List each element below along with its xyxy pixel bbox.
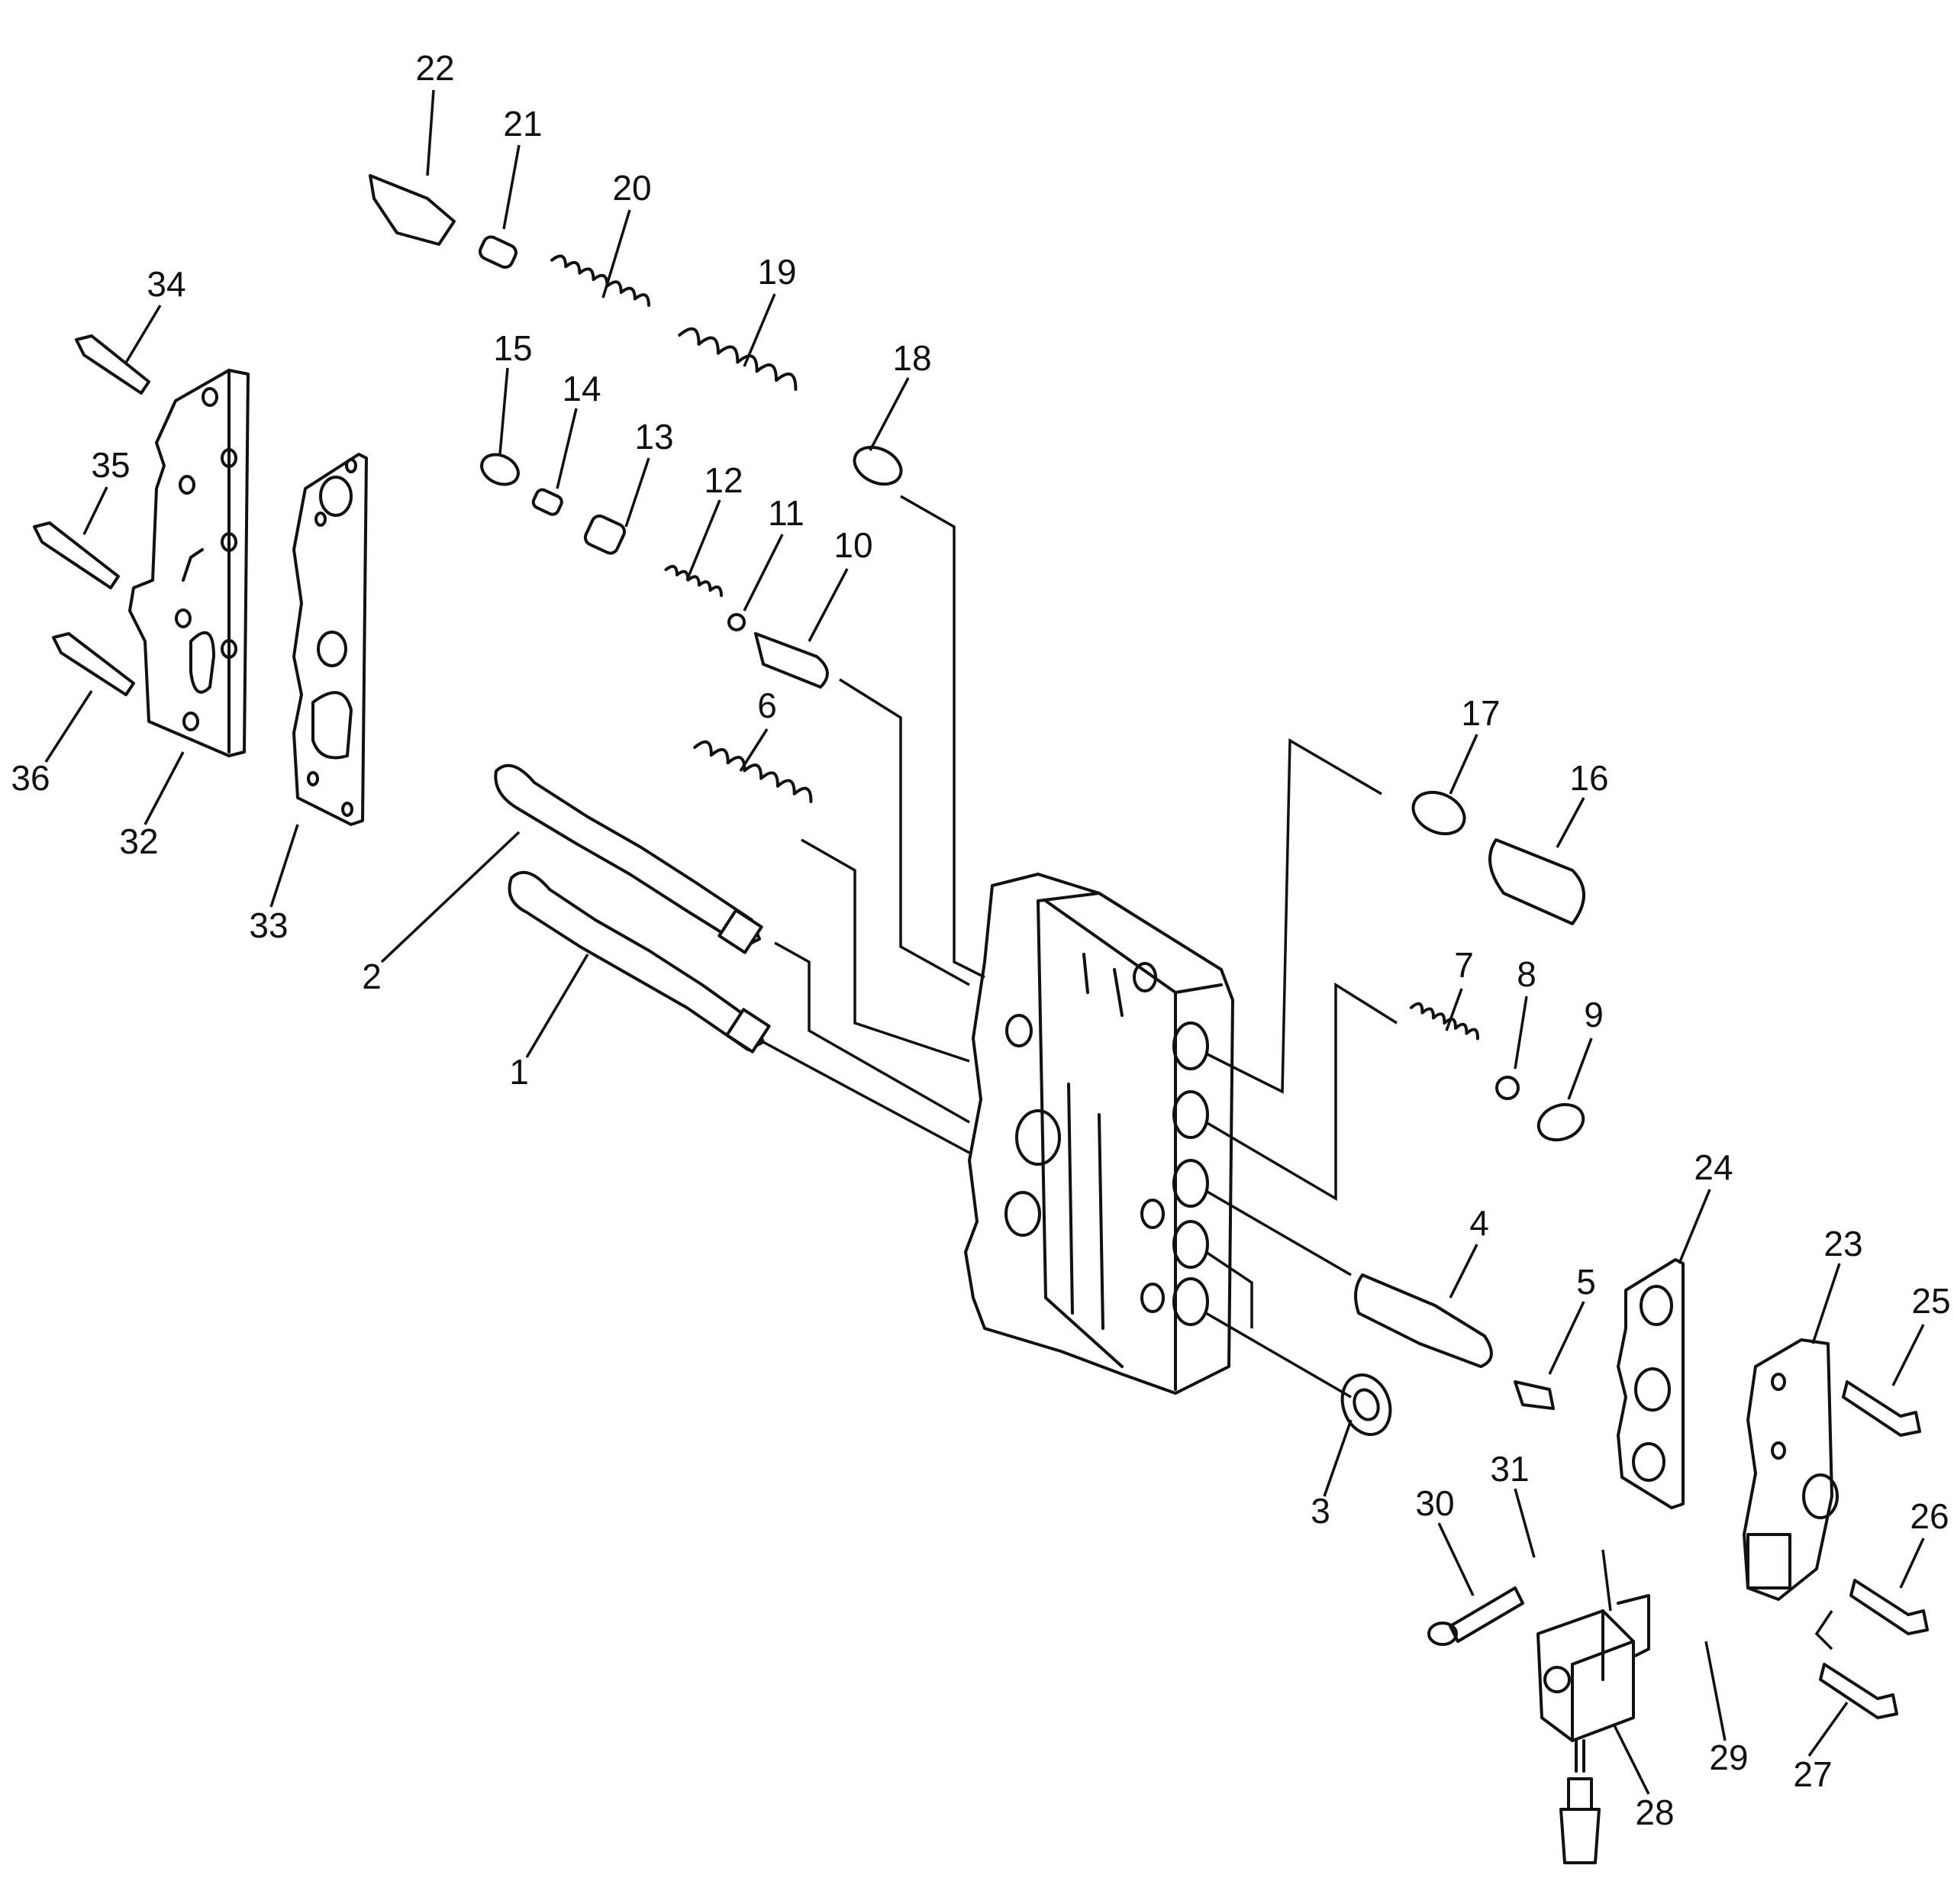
callout-8: 8	[1517, 954, 1536, 994]
callout-30: 30	[1415, 1483, 1454, 1523]
callout-16: 16	[1569, 758, 1608, 798]
callout-10: 10	[834, 525, 872, 565]
left-cover	[128, 369, 250, 757]
spool-2	[494, 763, 763, 954]
callout-24: 24	[1694, 1147, 1733, 1187]
callout-5: 5	[1576, 1262, 1596, 1302]
left-gasket	[292, 453, 368, 826]
callout-3: 3	[1311, 1491, 1330, 1531]
callout-35: 35	[91, 445, 130, 485]
callout-22: 22	[415, 48, 454, 88]
callout-numbers: 1 2 3 4 5 6 7 8 9 10 11 12 13 14 15 16 1…	[11, 48, 1950, 1832]
callout-27: 27	[1793, 1754, 1832, 1794]
callout-1: 1	[509, 1052, 529, 1092]
callout-28: 28	[1635, 1793, 1674, 1832]
callout-26: 26	[1910, 1496, 1949, 1536]
callout-7: 7	[1454, 945, 1474, 985]
callout-32: 32	[119, 821, 158, 861]
callout-33: 33	[249, 905, 288, 945]
callout-2: 2	[362, 957, 382, 996]
callout-19: 19	[757, 252, 796, 292]
right-gasket	[1617, 1258, 1685, 1509]
callout-21: 21	[503, 104, 542, 144]
callout-11: 11	[768, 493, 804, 533]
callout-6: 6	[757, 686, 777, 725]
callout-13: 13	[634, 417, 673, 457]
callout-23: 23	[1823, 1224, 1862, 1263]
callout-15: 15	[493, 328, 532, 368]
valve-body	[964, 873, 1234, 1395]
leader-lines	[763, 495, 1833, 1651]
callout-leaders	[44, 89, 1925, 1795]
callout-18: 18	[892, 338, 931, 378]
callout-4: 4	[1469, 1203, 1489, 1243]
bolts	[33, 334, 1929, 1719]
solenoid	[1536, 1594, 1650, 1864]
callout-31: 31	[1490, 1449, 1529, 1489]
callout-14: 14	[562, 369, 601, 408]
callout-29: 29	[1709, 1738, 1748, 1777]
callout-20: 20	[612, 168, 651, 208]
callout-9: 9	[1584, 995, 1604, 1034]
small-parts	[369, 174, 1585, 1436]
right-cover	[1743, 1338, 1839, 1601]
spool-1	[508, 870, 771, 1054]
callout-25: 25	[1911, 1281, 1950, 1321]
callout-12: 12	[704, 460, 743, 500]
springs	[480, 254, 1479, 1041]
callout-17: 17	[1461, 693, 1500, 733]
callout-36: 36	[11, 758, 50, 798]
callout-34: 34	[147, 264, 185, 304]
